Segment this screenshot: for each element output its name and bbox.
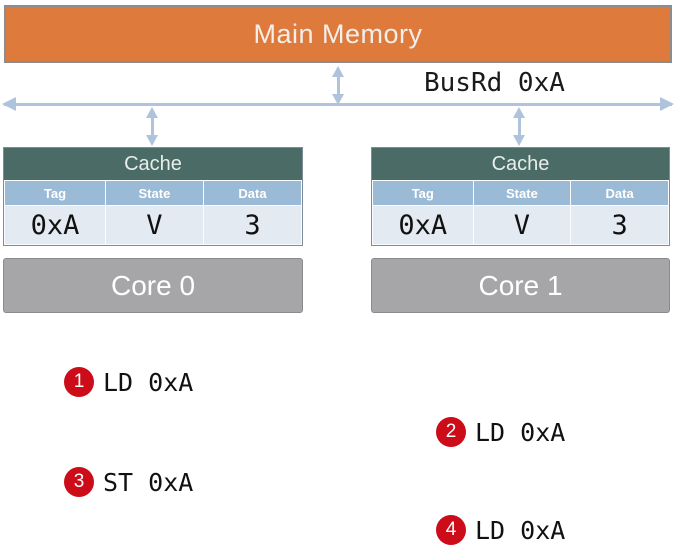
bus-line bbox=[4, 103, 672, 106]
table-row: 0xA V 3 bbox=[4, 205, 303, 245]
column-header-state: State bbox=[104, 180, 204, 206]
step-2: 2 LD 0xA bbox=[436, 417, 565, 447]
node-core0: Cache Tag State Data 0xA V 3 bbox=[3, 147, 303, 313]
step-text-4: LD 0xA bbox=[475, 515, 566, 545]
cell-data-0: 3 bbox=[202, 205, 303, 245]
step-1: 1 LD 0xA bbox=[64, 367, 193, 397]
bus-cache1-connector-arrow-up bbox=[513, 107, 525, 118]
step-text-3: ST 0xA bbox=[103, 467, 194, 497]
cell-data-1: 3 bbox=[570, 205, 669, 245]
bus-cache0-connector-arrow-up bbox=[146, 107, 158, 118]
bus-arrow-right-icon bbox=[660, 97, 674, 111]
cache-title-1: Cache bbox=[372, 148, 669, 180]
core-block-0: Core 0 bbox=[3, 258, 303, 313]
table-header-row: Tag State Data bbox=[4, 180, 303, 206]
bus-cache0-connector bbox=[151, 113, 154, 143]
memory-bus-connector-arrow-down bbox=[332, 94, 344, 105]
core-label-0: Core 0 bbox=[110, 269, 196, 301]
cache-block-0: Cache Tag State Data 0xA V 3 bbox=[3, 147, 303, 246]
table-row: 0xA V 3 bbox=[372, 205, 669, 245]
column-header-state: State bbox=[472, 180, 572, 206]
main-memory-label: Main Memory bbox=[253, 18, 423, 49]
cache-table-0: Tag State Data 0xA V 3 bbox=[4, 180, 303, 245]
step-badge-1: 1 bbox=[64, 367, 94, 397]
memory-bus-connector-arrow-up bbox=[332, 66, 344, 77]
core-block-1: Core 1 bbox=[371, 258, 670, 313]
memory-bus-connector bbox=[337, 72, 340, 102]
step-badge-3: 3 bbox=[64, 467, 94, 497]
bus-cache1-connector bbox=[518, 113, 521, 143]
step-3: 3 ST 0xA bbox=[64, 467, 193, 497]
cache-title-0: Cache bbox=[4, 148, 302, 180]
column-header-tag: Tag bbox=[372, 180, 474, 206]
step-badge-4: 4 bbox=[436, 515, 466, 545]
cache-table-1: Tag State Data 0xA V 3 bbox=[372, 180, 669, 245]
core-label-1: Core 1 bbox=[478, 269, 563, 301]
main-memory-block: Main Memory bbox=[4, 5, 672, 63]
column-header-data: Data bbox=[202, 180, 303, 206]
cell-state-0: V bbox=[104, 205, 204, 245]
step-4: 4 LD 0xA bbox=[436, 515, 565, 545]
node-core1: Cache Tag State Data 0xA V 3 bbox=[371, 147, 670, 313]
column-header-tag: Tag bbox=[4, 180, 106, 206]
column-header-data: Data bbox=[570, 180, 669, 206]
bus-cache1-connector-arrow-down bbox=[513, 135, 525, 146]
bus-cache0-connector-arrow-down bbox=[146, 135, 158, 146]
step-text-1: LD 0xA bbox=[103, 367, 194, 397]
bus-arrow-left-icon bbox=[2, 97, 16, 111]
step-text-2: LD 0xA bbox=[475, 417, 566, 447]
step-badge-2: 2 bbox=[436, 417, 466, 447]
cell-state-1: V bbox=[472, 205, 572, 245]
cell-tag-0: 0xA bbox=[4, 205, 106, 245]
cell-tag-1: 0xA bbox=[372, 205, 474, 245]
cache-block-1: Cache Tag State Data 0xA V 3 bbox=[371, 147, 670, 246]
bus-transaction-label: BusRd 0xA bbox=[424, 68, 565, 98]
table-header-row: Tag State Data bbox=[372, 180, 669, 206]
